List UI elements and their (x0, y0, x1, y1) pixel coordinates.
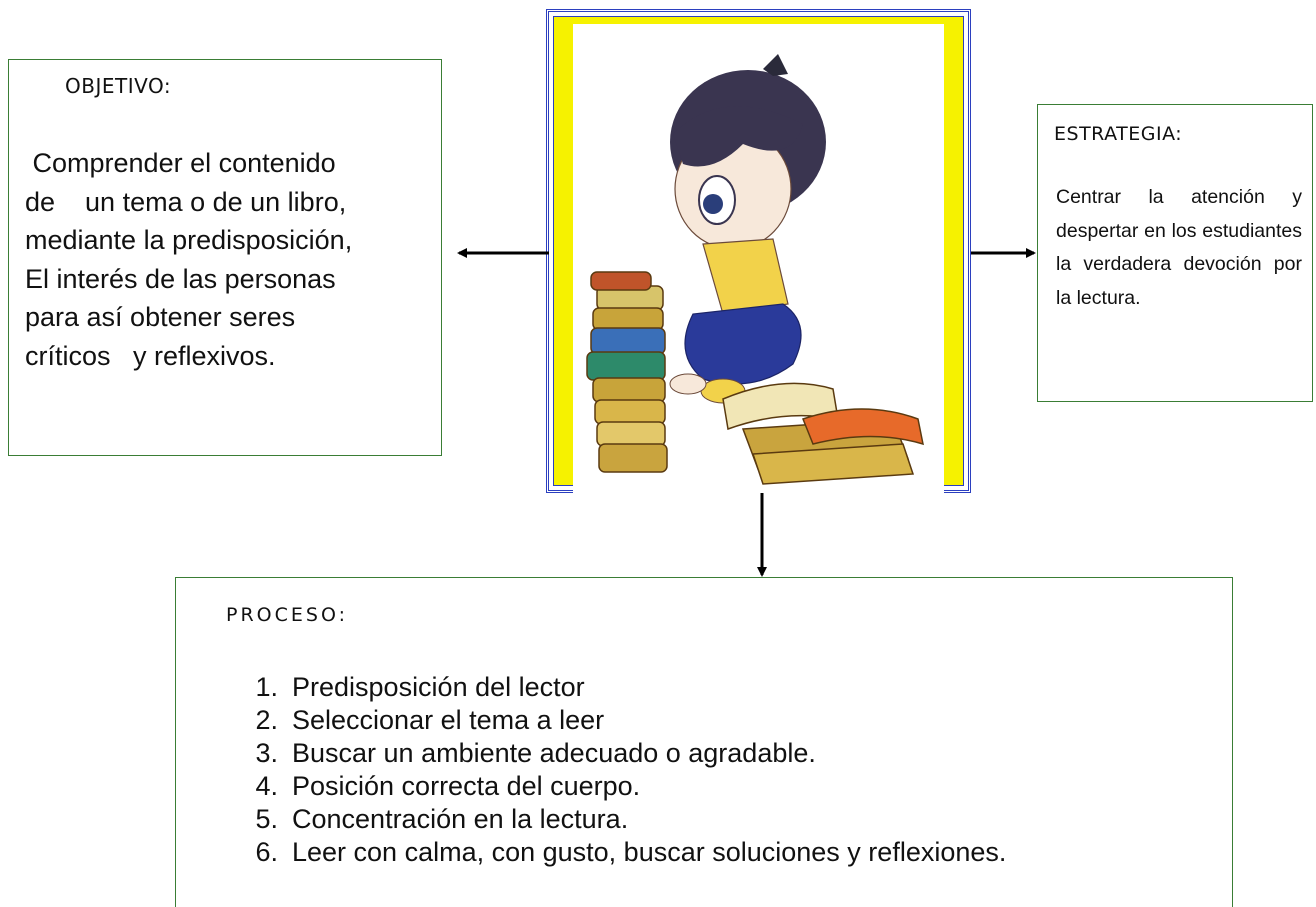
proceso-step: 2.Seleccionar el tema a leer (255, 705, 605, 735)
girl-with-books-icon (586, 54, 924, 485)
proceso-heading: PROCESO: (226, 604, 348, 626)
proceso-steps: 1.Predisposición del lector 2.Selecciona… (250, 671, 1006, 869)
objetivo-line: mediante la predisposición, (25, 225, 353, 255)
estrategia-heading: ESTRATEGIA: (1054, 123, 1183, 145)
proceso-step: 4.Posición correcta del cuerpo. (255, 771, 641, 801)
proceso-step: 1.Predisposición del lector (255, 672, 585, 702)
objetivo-line: El interés de las personas (25, 263, 336, 294)
objetivo-line: Comprender el contenido (25, 148, 336, 178)
proceso-step: 3.Buscar un ambiente adecuado o agradabl… (255, 738, 816, 768)
objetivo-text: Comprender el contenido de un tema o de … (25, 144, 421, 375)
objetivo-box: OBJETIVO: Comprender el contenido de un … (8, 59, 442, 456)
estrategia-text: Centrar la atención y despertar en los e… (1056, 186, 1302, 309)
objetivo-line: críticos y reflexivos. (25, 340, 276, 371)
illustration-frame (546, 9, 971, 498)
reading-girl-illustration (573, 24, 944, 498)
estrategia-box: ESTRATEGIA: Centrar la atención y desper… (1037, 104, 1313, 402)
proceso-step: 5.Concentración en la lectura. (255, 804, 629, 834)
objetivo-line: para así obtener seres (25, 302, 296, 332)
proceso-step: 6.Leer con calma, con gusto, buscar solu… (255, 837, 1007, 867)
proceso-box: PROCESO: 1.Predisposición del lector 2.S… (175, 577, 1233, 907)
objetivo-line: de un tema o de un libro, (25, 186, 347, 217)
objetivo-heading: OBJETIVO: (65, 74, 172, 98)
